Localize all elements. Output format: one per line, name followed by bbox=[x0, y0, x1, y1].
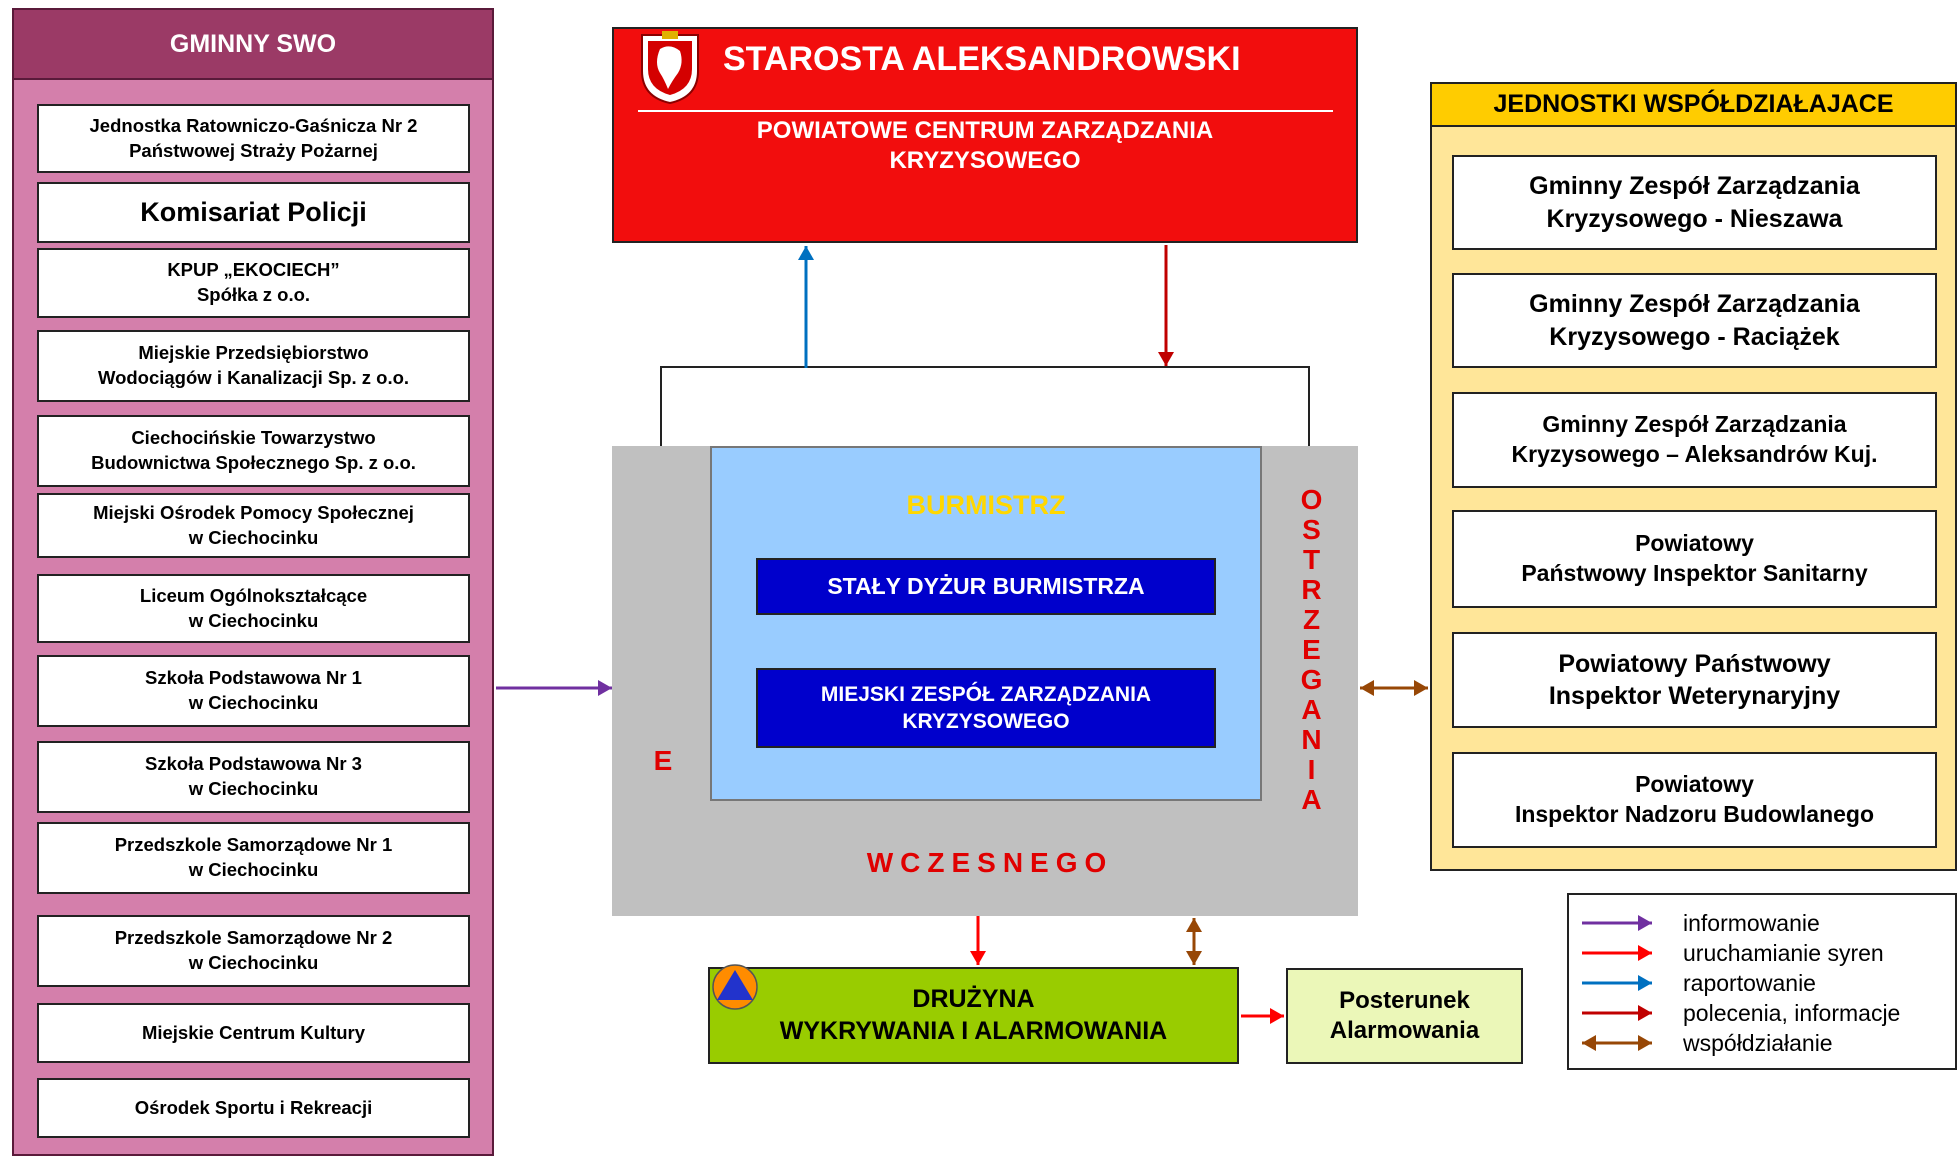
miejski-zespol-box: MIEJSKI ZESPÓŁ ZARZĄDZANIA KRYZYSOWEGO bbox=[756, 668, 1216, 748]
arrow-wspoldzialanie-druzyna-start-head bbox=[1186, 918, 1202, 932]
arrow-wspoldzialanie-druzyna-head bbox=[1186, 951, 1202, 965]
burmistrz-label: BURMISTRZ bbox=[906, 489, 1066, 520]
coat-of-arms-icon bbox=[638, 29, 702, 105]
legend-arrow-0-head bbox=[1638, 915, 1652, 931]
druzyna-box: DRUŻYNA WYKRYWANIA I ALARMOWANIA bbox=[708, 967, 1239, 1064]
left-item-sp1: Szkoła Podstawowa Nr 1 w Ciechocinku bbox=[37, 655, 470, 727]
arrow-syreny-posterunek-head bbox=[1270, 1008, 1284, 1024]
legend-arrow-3-head bbox=[1638, 1005, 1652, 1021]
left-item-ctbs: Ciechocińskie Towarzystwo Budownictwa Sp… bbox=[37, 415, 470, 487]
right-item-raciazek: Gminny Zespół Zarządzania Kryzysowego - … bbox=[1452, 273, 1937, 368]
legend-arrow-4-start-head bbox=[1582, 1035, 1596, 1051]
right-panel-title: JEDNOSTKI WSPÓŁDZIAŁAJACE bbox=[1430, 82, 1957, 127]
legend-label-wspoldzialanie: współdziałanie bbox=[1683, 1029, 1833, 1056]
legend-label-polecenia: polecenia, informacje bbox=[1683, 999, 1901, 1026]
arrow-wspoldzialanie-right-start-head bbox=[1360, 680, 1374, 696]
civil-defence-icon bbox=[710, 962, 760, 1012]
left-item-lo: Liceum Ogólnokształcące w Ciechocinku bbox=[37, 574, 470, 643]
bracket-top-line bbox=[660, 366, 1310, 368]
right-item-weterynaria: Powiatowy Państwowy Inspektor Weterynary… bbox=[1452, 632, 1937, 728]
left-item-osir: Ośrodek Sportu i Rekreacji bbox=[37, 1078, 470, 1138]
right-item-sanepid: Powiatowy Państwowy Inspektor Sanitarny bbox=[1452, 510, 1937, 608]
system-word-ostrzegania: OSTRZEGANIA bbox=[1296, 484, 1327, 814]
left-panel-title: GMINNY SWO bbox=[12, 8, 494, 80]
left-item-mck: Miejskie Centrum Kultury bbox=[37, 1003, 470, 1063]
left-item-sp3: Szkoła Podstawowa Nr 3 w Ciechocinku bbox=[37, 741, 470, 813]
starosta-divider bbox=[638, 110, 1333, 112]
arrow-polecenia-head bbox=[1158, 352, 1174, 366]
staly-dyzur-box: STAŁY DYŻUR BURMISTRZA bbox=[756, 558, 1216, 615]
arrow-syreny-druzyna-head bbox=[970, 951, 986, 965]
legend-label-raportowanie: raportowanie bbox=[1683, 969, 1816, 996]
right-item-nadzor-budowlany: Powiatowy Inspektor Nadzoru Budowlanego bbox=[1452, 752, 1937, 848]
left-item-jrg: Jednostka Ratowniczo-Gaśnicza Nr 2 Państ… bbox=[37, 104, 470, 173]
left-item-ps2: Przedszkole Samorządowe Nr 2 w Ciechocin… bbox=[37, 915, 470, 987]
legend-label-informowanie: informowanie bbox=[1683, 909, 1820, 936]
bracket-right-line bbox=[1308, 366, 1310, 446]
left-item-ps1: Przedszkole Samorządowe Nr 1 w Ciechocin… bbox=[37, 822, 470, 894]
posterunek-box: Posterunek Alarmowania bbox=[1286, 968, 1523, 1064]
starosta-box bbox=[612, 27, 1358, 243]
right-item-aleksandrow: Gminny Zespół Zarządzania Kryzysowego – … bbox=[1452, 392, 1937, 488]
system-word-wczesnego: WCZESNEGO bbox=[866, 847, 1114, 878]
bracket-left-line bbox=[660, 366, 662, 446]
starosta-title: STAROSTA ALEKSANDROWSKI bbox=[723, 39, 1241, 78]
left-item-ekociech: KPUP „EKOCIECH” Spółka z o.o. bbox=[37, 248, 470, 318]
left-item-mpwik: Miejskie Przedsiębiorstwo Wodociągów i K… bbox=[37, 330, 470, 402]
system-letter-e: E bbox=[653, 745, 673, 776]
right-item-nieszawa: Gminny Zespół Zarządzania Kryzysowego - … bbox=[1452, 155, 1937, 250]
left-item-police: Komisariat Policji bbox=[37, 182, 470, 243]
legend-label-syreny: uruchamianie syren bbox=[1683, 939, 1884, 966]
legend-arrow-4-head bbox=[1638, 1035, 1652, 1051]
legend-arrow-2-head bbox=[1638, 975, 1652, 991]
legend-arrow-1-head bbox=[1638, 945, 1652, 961]
arrow-wspoldzialanie-right-head bbox=[1414, 680, 1428, 696]
starosta-subtitle: POWIATOWE CENTRUM ZARZĄDZANIA KRYZYSOWEG… bbox=[756, 117, 1214, 174]
arrow-raportowanie-head bbox=[798, 246, 814, 260]
left-item-mops: Miejski Ośrodek Pomocy Społecznej w Ciec… bbox=[37, 493, 470, 558]
arrow-informowanie-head bbox=[598, 680, 612, 696]
